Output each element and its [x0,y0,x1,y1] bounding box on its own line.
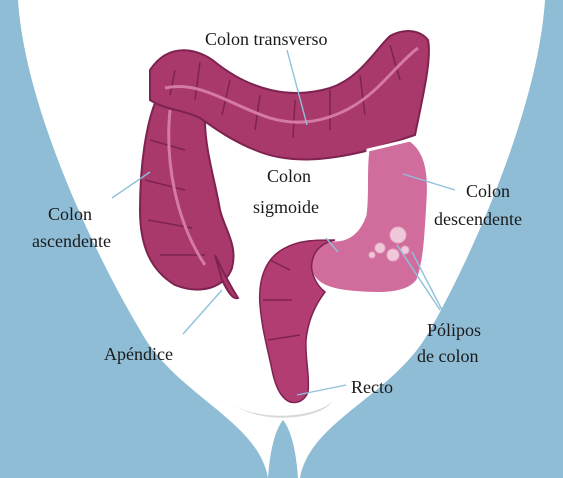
polyp [387,249,399,261]
label-descending-colon-line1: Colon [466,181,510,201]
label-ascending-colon-line2: ascendente [32,231,111,251]
label-sigmoid-colon-line1: Colon [267,166,311,186]
polyp [390,227,406,243]
label-transverse-colon: Colon transverso [205,29,327,49]
label-appendix: Apéndice [104,344,173,364]
label-polyps-line1: Pólipos [427,320,481,340]
label-polyps-line2: de colon [417,346,478,366]
label-ascending-colon-line1: Colon [48,204,92,224]
polyp [369,252,375,258]
label-descending-colon-line2: descendente [434,209,522,229]
label-sigmoid-colon-line2: sigmoide [253,197,319,217]
label-rectum: Recto [351,377,393,397]
polyp [375,243,385,253]
